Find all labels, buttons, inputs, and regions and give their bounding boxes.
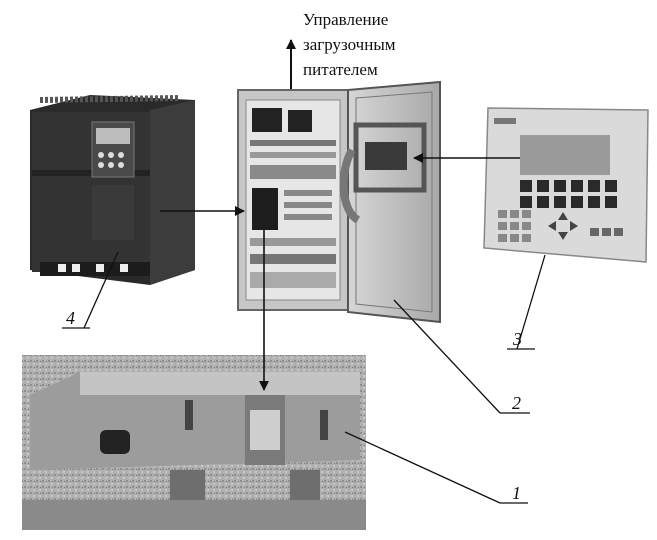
- caption-line-3: питателем: [303, 60, 378, 79]
- caption-line-2: загрузочным: [303, 35, 396, 54]
- label-1: 1: [512, 483, 521, 503]
- frequency-inverter: [30, 95, 195, 285]
- label-2: 2: [512, 393, 521, 413]
- label-3: 3: [512, 329, 522, 349]
- operator-panel: [483, 107, 649, 263]
- leader-1: 1: [344, 431, 528, 504]
- control-cabinet: [237, 80, 441, 324]
- caption-block: Управление загрузочным питателем: [303, 10, 396, 79]
- leader-3: 3: [507, 254, 546, 350]
- caption-line-1: Управление: [303, 10, 388, 29]
- leader-4: 4: [62, 251, 119, 329]
- label-4: 4: [66, 308, 75, 328]
- leader-2: 2: [393, 299, 530, 414]
- feeder-photo: [22, 355, 366, 530]
